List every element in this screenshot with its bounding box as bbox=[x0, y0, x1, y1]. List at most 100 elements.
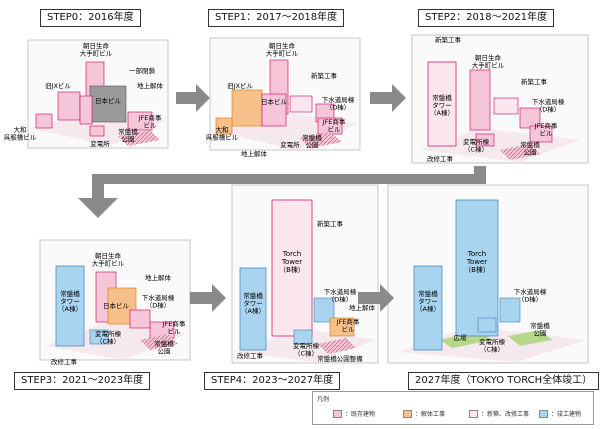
p3-henden: 変電所棟（C棟） bbox=[95, 329, 122, 345]
building-d bbox=[313, 297, 335, 323]
p1-gesui: 下水道局棟（D棟） bbox=[322, 95, 355, 111]
p3-gesui: 下水道局棟（D棟） bbox=[142, 293, 175, 309]
building-kyujx bbox=[57, 91, 81, 121]
label-line: 公園 bbox=[306, 141, 319, 149]
p3-asahi: 朝日生命大手町ビル bbox=[92, 251, 125, 267]
arrow-step3-to-step4 bbox=[190, 284, 226, 312]
label-line: （A棟） bbox=[430, 108, 454, 117]
p0-asahi: 朝日生命大手町ビル bbox=[80, 41, 113, 57]
panel-step1 bbox=[212, 59, 358, 150]
label-line: 一部閉鎖 bbox=[129, 66, 156, 75]
label-line: 朝日生命 bbox=[269, 41, 296, 50]
pf-koen: 常盤橋公園 bbox=[530, 321, 550, 337]
label-line: 常盤橋 bbox=[432, 93, 452, 102]
building-jfe-demolish bbox=[329, 317, 355, 337]
park-tokiwabashi bbox=[500, 144, 540, 160]
tower-a bbox=[55, 265, 85, 347]
building-daiwa bbox=[35, 113, 53, 129]
label-line: JFE商事 bbox=[162, 319, 186, 328]
legend-item-existing: ：既存建物 bbox=[333, 409, 375, 418]
label-line: タワー bbox=[60, 296, 80, 305]
legend-label: ：既存建物 bbox=[345, 411, 376, 418]
panel-step4 bbox=[236, 199, 376, 362]
panel-step3 bbox=[46, 265, 186, 360]
p1-nihon: 日本ビル bbox=[261, 97, 288, 106]
label-line: 大手町ビル bbox=[80, 48, 113, 57]
label-line: タワー bbox=[432, 100, 452, 109]
label-line: タワー bbox=[243, 298, 263, 307]
legend-swatch bbox=[539, 409, 548, 418]
p2-gesui: 下水道局棟（D棟） bbox=[532, 97, 565, 113]
label-line: （C棟） bbox=[464, 144, 488, 153]
label-line: 朝日生命 bbox=[95, 251, 122, 260]
step0-label: STEP0：2016年度 bbox=[40, 9, 141, 27]
label-line: （C棟） bbox=[294, 348, 318, 357]
final-label: 2027年度（TOKYO TORCH全体竣工） bbox=[408, 372, 600, 390]
building-new-construction bbox=[493, 97, 519, 115]
label-line: 下水道局棟 bbox=[324, 287, 357, 296]
p4-chijo: 地上解体 bbox=[349, 303, 376, 312]
label-line: 新築工事 bbox=[317, 219, 344, 228]
legend-swatch bbox=[403, 409, 412, 418]
label-line: JFE商事 bbox=[138, 113, 162, 122]
label-line: 大手町ビル bbox=[472, 60, 505, 69]
p3-koen: 常盤橋公園 bbox=[154, 339, 174, 355]
label-line: 大手町ビル bbox=[92, 258, 125, 267]
label-line: 公園 bbox=[524, 148, 537, 156]
label-line: Tower bbox=[281, 258, 302, 266]
p1-kyujx: 旧JXビル bbox=[227, 81, 253, 90]
p0-kyujx: 旧JXビル bbox=[45, 81, 71, 90]
legend-title: 凡例 bbox=[317, 396, 330, 403]
label-line: 常盤橋 bbox=[118, 127, 138, 136]
legend: 凡例 ：既存建物 ：解体工事 ：新築、改修工事 ：竣工建物 bbox=[312, 391, 594, 425]
label-line: ビル bbox=[144, 120, 158, 129]
legend-item-construction: ：新築、改修工事 bbox=[469, 409, 529, 418]
label-line: 常盤橋公園整備 bbox=[317, 354, 363, 363]
label-line: （C棟） bbox=[96, 336, 120, 345]
p2-shinchiku: 新築工事 bbox=[521, 77, 548, 86]
pf-tower: 常盤橋タワー（A棟） bbox=[416, 289, 440, 313]
tower-a bbox=[413, 265, 443, 351]
label-line: 変電所棟 bbox=[293, 341, 320, 350]
park-tokiwabashi bbox=[300, 132, 342, 148]
label-line: 常盤橋 bbox=[530, 321, 550, 330]
p1-shinchiku: 新築工事 bbox=[311, 71, 338, 80]
label-line: JFE商事 bbox=[322, 117, 346, 126]
building-c bbox=[293, 329, 313, 345]
label-line: （D棟） bbox=[326, 102, 351, 111]
label-line: 旧JXビル bbox=[227, 81, 253, 90]
building-new-construction bbox=[289, 95, 313, 113]
label-line: 下水道局棟 bbox=[514, 287, 547, 296]
label-line: 変電所棟 bbox=[463, 137, 490, 146]
legend-swatch bbox=[469, 409, 478, 418]
label-line: タワー bbox=[418, 296, 438, 305]
building-nihon bbox=[261, 93, 287, 127]
p4-gesui: 下水道局棟（D棟） bbox=[324, 287, 357, 303]
p1-koen: 常盤橋公園 bbox=[302, 133, 322, 149]
panel-final bbox=[398, 199, 586, 362]
legend-label: ：解体工事 bbox=[415, 411, 446, 418]
building-c bbox=[475, 133, 495, 147]
legend-label: ：竣工建物 bbox=[551, 411, 582, 418]
label-line: 大手町ビル bbox=[266, 48, 299, 57]
building-c bbox=[477, 317, 497, 333]
p3-kaishu: 改修工事 bbox=[51, 357, 78, 366]
p0-nihon: 日本ビル bbox=[95, 96, 122, 105]
park-tokiwabashi bbox=[318, 338, 356, 354]
label-line: 改修工事 bbox=[427, 154, 454, 163]
p1-jfe: JFE商事ビル bbox=[322, 117, 346, 133]
building-d bbox=[499, 297, 521, 323]
label-line: （D棟） bbox=[328, 294, 353, 303]
p0-jfe: JFE商事ビル bbox=[138, 113, 162, 129]
label-line: 呉服橋ビル bbox=[4, 132, 37, 141]
torch-tower bbox=[455, 199, 499, 337]
park-tokiwabashi bbox=[508, 330, 552, 346]
p2-koen: 常盤橋公園 bbox=[520, 140, 540, 156]
label-line: JFE商事 bbox=[336, 317, 360, 326]
label-line: 常盤橋 bbox=[302, 133, 322, 142]
label-line: （D棟） bbox=[536, 104, 561, 113]
p1-henden: 変電所 bbox=[280, 140, 300, 149]
label-line: 変電所 bbox=[280, 140, 300, 149]
building-henden bbox=[89, 125, 105, 137]
